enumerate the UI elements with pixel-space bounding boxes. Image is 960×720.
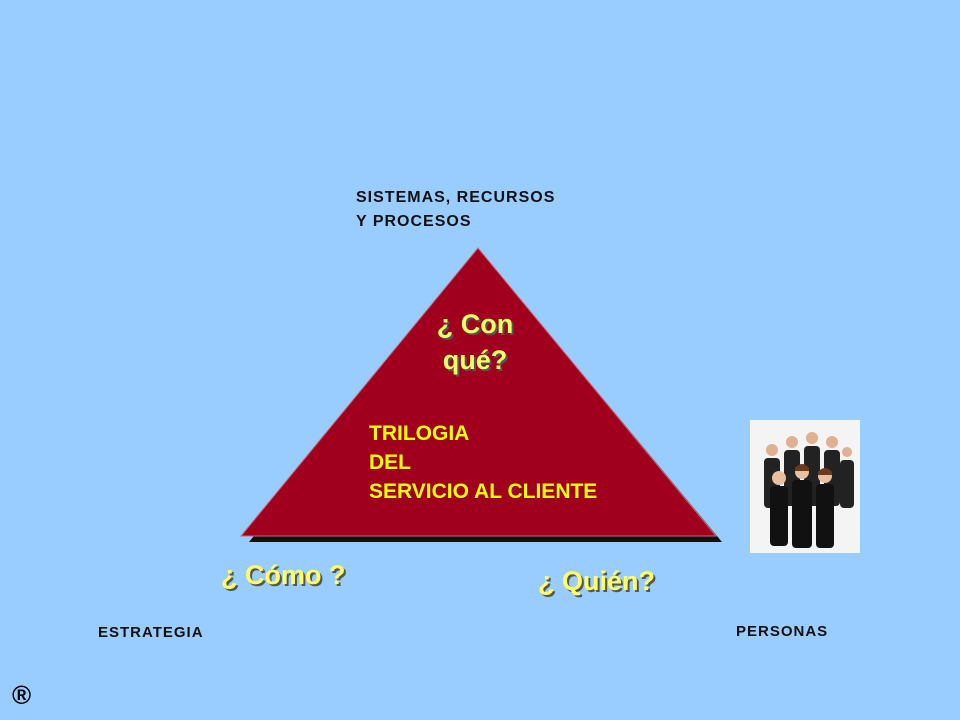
registered-mark: ® [12,680,32,710]
center-title: TRILOGIA DEL SERVICIO AL CLIENTE [369,419,597,506]
top-label-line-1: SISTEMAS, RECURSOS [356,189,556,206]
triangle-body [239,247,718,537]
group-people-image [750,420,860,553]
top-label: SISTEMAS, RECURSOS Y PROCESOS [356,186,555,234]
center-title-line-3: SERVICIO AL CLIENTE [369,480,598,503]
question-quien: ¿ Quién? [538,566,655,596]
center-title-line-2: DEL [369,451,411,474]
estrategia-label: ESTRATEGIA [98,624,204,641]
question-con-que-line-1: ¿ Con [436,309,514,339]
question-con-que: ¿ Con qué? [420,306,530,378]
people-photo [750,420,860,553]
top-label-line-2: Y PROCESOS [356,213,472,230]
question-con-que-line-2: qué? [442,345,508,375]
personas-label: PERSONAS [736,623,829,640]
center-title-line-1: TRILOGIA [369,422,470,445]
question-como: ¿ Cómo ? [221,560,346,590]
